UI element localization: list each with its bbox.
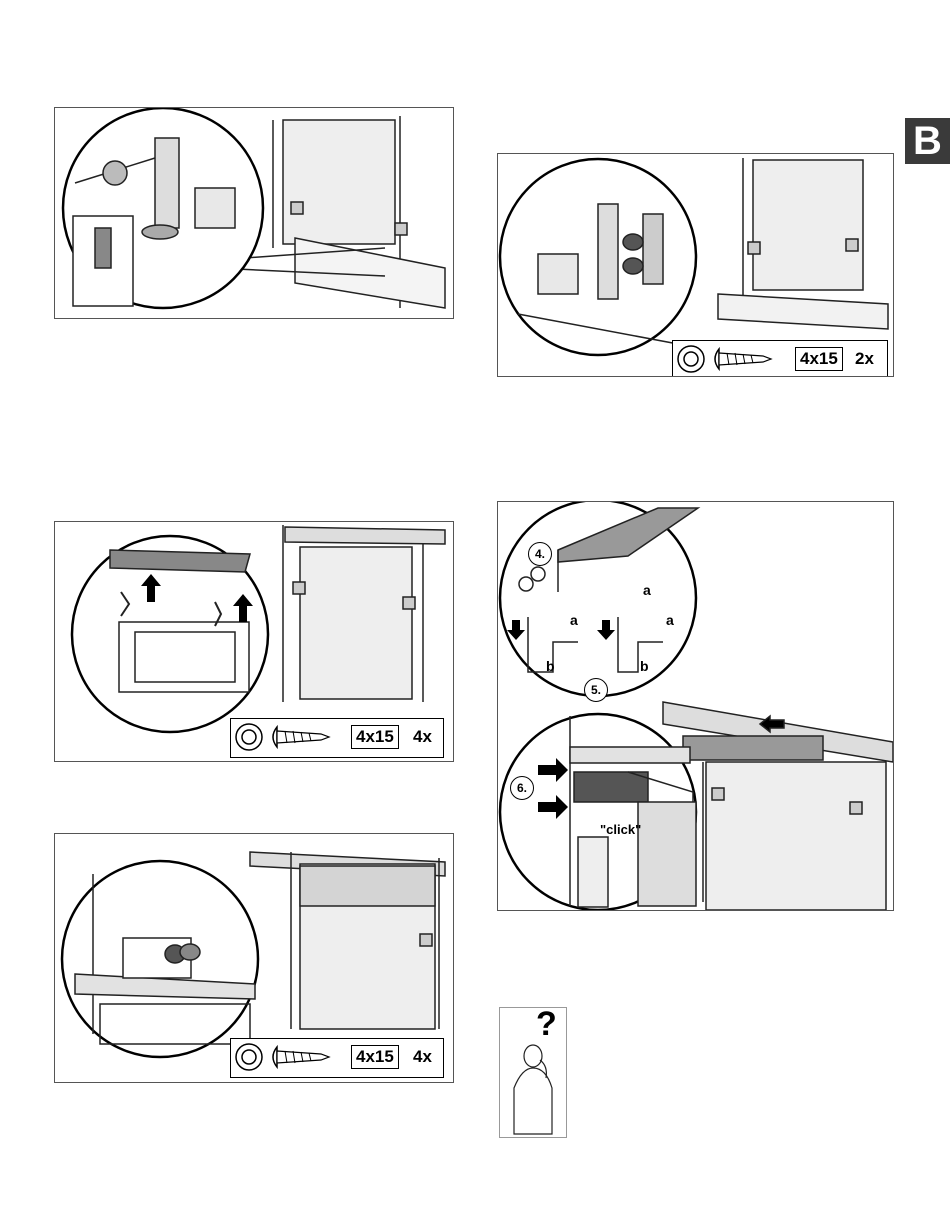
torx-screw-icon	[233, 1039, 333, 1075]
step-5-label: 5.	[584, 678, 608, 702]
screw-spec-box: 4x15 2x	[672, 340, 888, 377]
screw-spec-box: 4x15 4x	[230, 1038, 444, 1078]
label-a: a	[666, 612, 674, 628]
label-b: b	[640, 658, 649, 674]
screw-quantity: 4x	[413, 1045, 432, 1069]
screw-quantity: 4x	[413, 725, 432, 749]
screw-spec-box: 4x15 4x	[230, 718, 444, 758]
question-mark: ?	[536, 1007, 557, 1042]
screw-size: 4x15	[795, 347, 843, 371]
screw-size: 4x15	[351, 1045, 399, 1069]
illustration-bracket-screws: 4x15 4x	[54, 833, 454, 1083]
torx-screw-icon	[675, 341, 775, 377]
step-6-label: 6.	[510, 776, 534, 800]
click-callout: "click"	[600, 822, 641, 837]
illustration-trim-strip: 4. a a a b b 5. 6. "click"	[497, 501, 894, 911]
label-b: b	[546, 658, 555, 674]
screw-quantity: 2x	[855, 347, 874, 371]
screw-size: 4x15	[351, 725, 399, 749]
label-a: a	[643, 582, 651, 598]
illustration-hinge-screws: 4x15 2x	[497, 153, 894, 377]
illustration-hinge-adjust	[54, 107, 454, 319]
label-a: a	[570, 612, 578, 628]
step-4-label: 4.	[528, 542, 552, 566]
illustration-base-screws: 4x15 4x	[54, 521, 454, 762]
trim-strip-drawing	[498, 502, 893, 910]
help-figure: ?	[499, 1007, 567, 1138]
torx-screw-icon	[233, 719, 333, 755]
section-tab: B	[905, 118, 950, 164]
hinge-adjust-drawing	[55, 108, 453, 318]
